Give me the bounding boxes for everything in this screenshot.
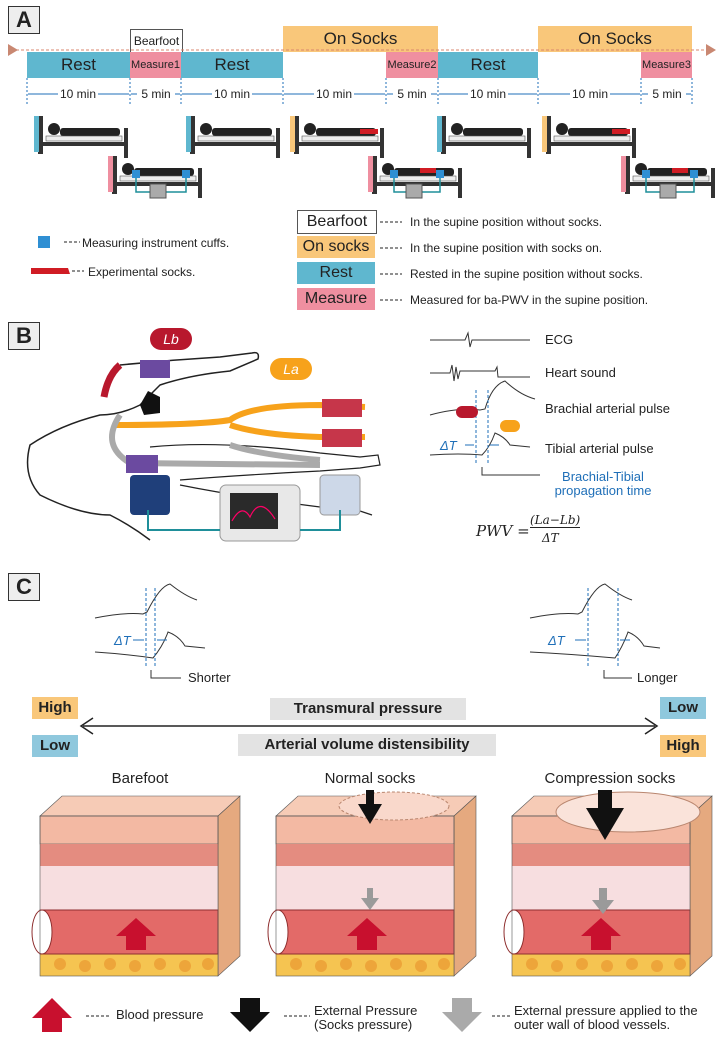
panel-label-c: C <box>8 573 40 601</box>
longer-label: Longer <box>637 670 678 685</box>
brachial-pulse-label: Brachial arterial pulse <box>545 401 671 416</box>
legend-desc: Rested in the supine position without so… <box>410 267 643 281</box>
duration-markers <box>26 78 693 106</box>
rest-block-3: Rest <box>438 52 538 78</box>
tissue-blocks <box>31 790 713 977</box>
duration-label: 10 min <box>468 87 508 101</box>
duration-label: 10 min <box>314 87 354 101</box>
heart-sound-label: Heart sound <box>545 365 616 380</box>
on-socks-label-1: On Socks <box>283 26 438 52</box>
legend-external-pressure: External Pressure (Socks pressure) <box>314 1003 418 1032</box>
legend-desc: In the supine position without socks. <box>410 215 603 229</box>
timeline-axis <box>8 44 716 56</box>
legend-measure-box: Measure <box>297 288 375 310</box>
measure-block-2: Measure2 <box>386 52 438 78</box>
left-low-label: Low <box>32 735 78 757</box>
sock-icon <box>31 268 70 274</box>
on-socks-label-2: On Socks <box>538 26 692 52</box>
legend-wall-pressure: External pressure applied to the outer w… <box>514 1003 698 1032</box>
transmural-pressure-label: Transmural pressure <box>270 698 466 720</box>
blood-pressure-arrow-icon <box>32 998 72 1032</box>
duration-label: 10 min <box>212 87 252 101</box>
legend-bearfoot-box: Bearfoot <box>297 210 377 234</box>
ecg-label: ECG <box>545 332 574 347</box>
legend-icons-a <box>31 236 84 274</box>
legend-socks-text: Experimental socks. <box>88 265 196 279</box>
signal-traces <box>429 331 540 476</box>
shorter-label: Shorter <box>188 670 231 685</box>
pulse-longer-trace <box>529 583 661 679</box>
pwv-formula-numerator: (La−Lb) <box>530 513 581 528</box>
external-pressure-arrow-icon <box>230 998 270 1032</box>
column-title: Normal socks <box>324 770 416 787</box>
legend-desc: Measured for ba-PWV in the supine positi… <box>410 293 649 307</box>
duration-label: 5 min <box>648 87 686 101</box>
measure-block-1: Measure1 <box>130 52 181 78</box>
tibial-pulse-label: Tibial arterial pulse <box>545 441 654 456</box>
rest-block-2: Rest <box>181 52 283 78</box>
legend-dashes <box>380 221 402 301</box>
legend-cuffs-text: Measuring instrument cuffs. <box>82 236 230 250</box>
double-arrow <box>79 717 659 735</box>
bearfoot-top-label: Bearfoot <box>130 29 183 53</box>
measure-block-3: Measure3 <box>641 52 692 78</box>
legend-rest-box: Rest <box>297 262 375 284</box>
right-low-label: Low <box>660 697 706 719</box>
pwv-formula-denominator: ΔT <box>542 531 559 545</box>
duration-label: 5 min <box>137 87 175 101</box>
column-title: Barefoot <box>111 770 169 787</box>
left-high-label: High <box>32 697 78 719</box>
pwv-formula-lhs: PWV = <box>476 522 530 540</box>
legend-blood-pressure: Blood pressure <box>116 1007 204 1022</box>
propagation-time-label: Brachial-Tibial propagation time <box>554 469 652 498</box>
body-outline-diagram <box>26 351 381 542</box>
duration-label: 10 min <box>58 87 98 101</box>
delta-t-label-c2: ΔT <box>548 633 565 648</box>
duration-label: 10 min <box>570 87 610 101</box>
la-label: La <box>270 358 312 380</box>
cuff-icon <box>38 236 50 248</box>
wall-pressure-arrow-icon <box>442 998 482 1032</box>
panel-label-a: A <box>8 6 40 34</box>
legend-desc: In the supine position with socks on. <box>410 241 603 255</box>
legend-onsocks-box: On socks <box>297 236 375 258</box>
rest-block-1: Rest <box>27 52 130 78</box>
legend-c-icons <box>32 998 510 1032</box>
duration-label: 5 min <box>393 87 431 101</box>
supine-beds-illustration <box>34 115 716 199</box>
delta-t-label-b: ΔT <box>440 438 457 453</box>
delta-t-label-c1: ΔT <box>114 633 131 648</box>
panel-label-b: B <box>8 322 40 350</box>
lb-label: Lb <box>150 328 192 350</box>
column-title: Compression socks <box>544 770 676 787</box>
right-high-label: High <box>660 735 706 757</box>
pulse-shorter-trace <box>94 583 206 679</box>
arterial-distensibility-label: Arterial volume distensibility <box>238 734 496 756</box>
